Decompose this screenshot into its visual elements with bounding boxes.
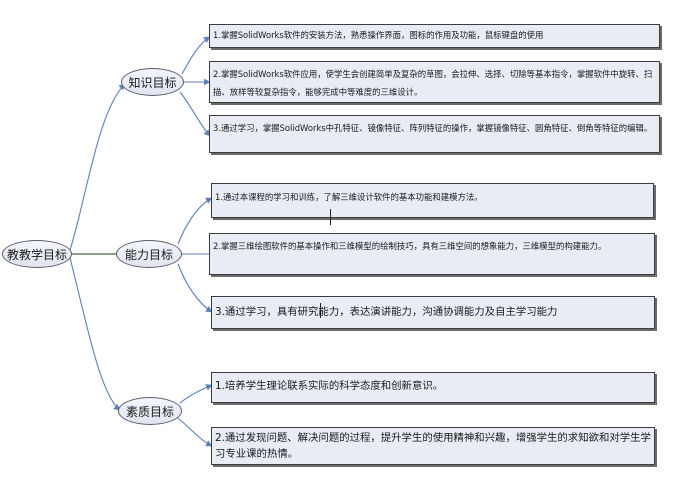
quality-item-1-text: 1.培养学生理论联系实际的科学态度和创新意识。 xyxy=(215,380,444,392)
root-node[interactable]: 教教学目标 xyxy=(2,240,72,268)
connector-ability-1 xyxy=(177,197,213,245)
connector-root-knowledge xyxy=(69,83,126,251)
connector-knowledge-1 xyxy=(181,36,211,75)
knowledge-item-1-text: 1.掌握SolidWorks软件的安装方法，熟悉操作界面，图标的作用及功能，鼠标… xyxy=(213,30,544,40)
branch-label-quality: 素质目标 xyxy=(125,404,174,419)
ability-item-1[interactable]: 1.通过本课程的学习和训练，了解三维设计软件的基本功能和建模方法。 xyxy=(211,183,654,218)
connector-quality-2 xyxy=(177,417,213,447)
knowledge-item-1[interactable]: 1.掌握SolidWorks软件的安装方法，熟悉操作界面，图标的作用及功能，鼠标… xyxy=(209,24,660,48)
ability-item-2-text: 2.掌握三维绘图软件的基本操作和三维模型的绘制技巧，具有三维空间的想象能力，三维… xyxy=(213,241,607,251)
text-cursor xyxy=(320,303,321,318)
connector-root-quality xyxy=(69,257,121,411)
ability-item-3-text: 3.通过学习，具有研究能力，表达演讲能力，沟通协调能力及自主学习能力 xyxy=(215,306,558,318)
knowledge-item-3[interactable]: 3.通过学习，掌握SolidWorks中孔特征、镜像特征、阵列特征的操作，掌握镜… xyxy=(209,115,660,153)
connector-ability-3 xyxy=(177,263,213,313)
ability-item-3[interactable]: 3.通过学习，具有研究能力，表达演讲能力，沟通协调能力及自主学习能力 xyxy=(211,296,655,329)
ability-item-2[interactable]: 2.掌握三维绘图软件的基本操作和三维模型的绘制技巧，具有三维空间的想象能力，三维… xyxy=(209,233,655,275)
text-cursor xyxy=(330,209,331,225)
ability-item-1-text: 1.通过本课程的学习和训练，了解三维设计软件的基本功能和建模方法。 xyxy=(215,192,483,202)
quality-item-1[interactable]: 1.培养学生理论联系实际的科学态度和创新意识。 xyxy=(211,372,655,403)
connector-knowledge-3 xyxy=(179,91,211,137)
quality-item-2-text: 2.通过发现问题、解决问题的过程，提升学生的使用精神和兴趣，增强学生的求知欲和对… xyxy=(215,432,651,461)
knowledge-item-2[interactable]: 2.掌握SolidWorks软件应用，使学生会创建简单及复杂的草图，会拉伸、选择… xyxy=(209,61,660,103)
knowledge-item-3-text: 3.通过学习，掌握SolidWorks中孔特征、镜像特征、阵列特征的操作，掌握镜… xyxy=(213,123,653,133)
branch-label-ability: 能力目标 xyxy=(124,247,173,262)
branch-node-knowledge[interactable]: 知识目标 xyxy=(121,68,184,96)
branch-node-quality[interactable]: 素质目标 xyxy=(118,397,182,425)
knowledge-item-2-text: 2.掌握SolidWorks软件应用，使学生会创建简单及复杂的草图，会拉伸、选择… xyxy=(213,69,653,97)
branch-node-ability[interactable]: 能力目标 xyxy=(116,240,182,268)
branch-label-knowledge: 知识目标 xyxy=(128,75,177,90)
connector-quality-1 xyxy=(179,384,213,404)
root-label: 教教学目标 xyxy=(6,247,67,262)
quality-item-2[interactable]: 2.通过发现问题、解决问题的过程，提升学生的使用精神和兴趣，增强学生的求知欲和对… xyxy=(211,427,655,465)
